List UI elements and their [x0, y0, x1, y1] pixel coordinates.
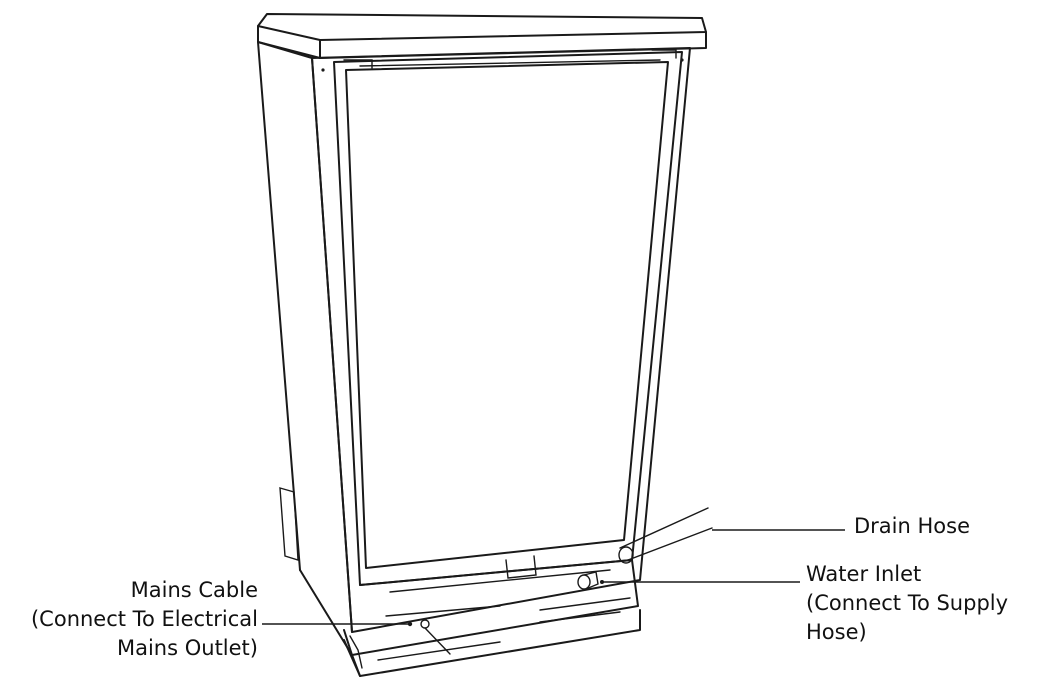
mains-cable-label-line3: Mains Outlet)	[116, 636, 258, 660]
mains-cable-label-line1: Mains Cable	[130, 578, 258, 602]
drain-hose-label-text: Drain Hose	[854, 514, 970, 538]
worktop	[257, 13, 707, 59]
water-inlet-label-line3: Hose)	[806, 620, 867, 644]
front-frame	[311, 47, 691, 633]
water-inlet-label-line1: Water Inlet	[806, 562, 922, 586]
drain-hose	[618, 507, 713, 564]
water-inlet-label-line2: (Connect To Supply	[806, 591, 1009, 615]
mains-cable-label-line2: (Connect To Electrical	[30, 607, 258, 631]
plinth	[343, 555, 641, 677]
leader-lines	[262, 529, 845, 625]
drain-hose-label: Drain Hose	[854, 512, 970, 541]
water-inlet-label: Water Inlet (Connect To Supply Hose)	[806, 560, 1008, 647]
mains-cable-label: Mains Cable (Connect To Electrical Mains…	[0, 576, 258, 663]
mains-cable-fitting	[407, 619, 451, 655]
